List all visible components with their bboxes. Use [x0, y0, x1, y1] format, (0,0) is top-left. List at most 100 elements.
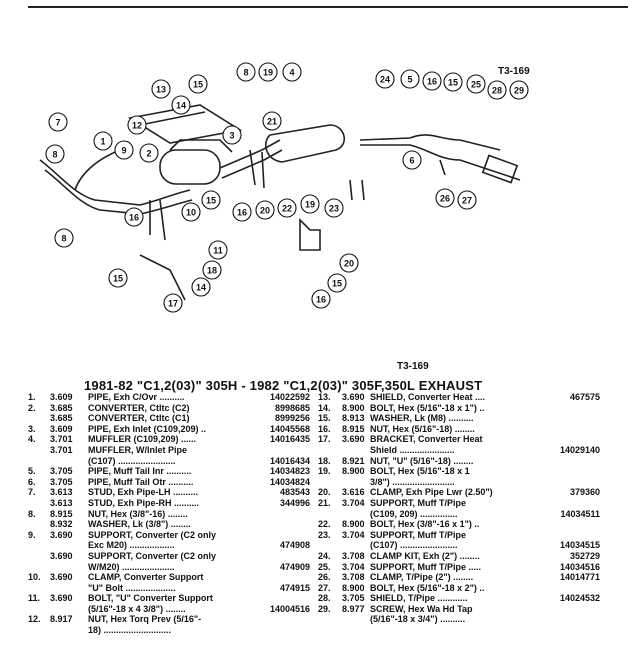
parts-desc: NUT, Hex Torq Prev (5/16"- [88, 614, 202, 625]
svg-text:8: 8 [243, 68, 248, 78]
parts-row: "U" Bolt ....................474915 [28, 583, 310, 594]
parts-grp: 3.690 [342, 434, 365, 445]
parts-part: 474915 [279, 582, 310, 593]
callout-11: 11 [208, 240, 228, 260]
svg-text:19: 19 [263, 68, 273, 78]
callout-16: 16 [124, 207, 144, 227]
svg-text:12: 12 [132, 121, 142, 131]
svg-text:16: 16 [237, 208, 247, 218]
parts-part: 8998685 [274, 402, 310, 413]
parts-part: 474909 [279, 561, 310, 572]
svg-text:20: 20 [344, 259, 354, 269]
svg-text:18: 18 [207, 266, 217, 276]
parts-num: 23. [318, 529, 331, 540]
callout-21: 21 [262, 111, 282, 131]
parts-grp: 8.900 [342, 582, 365, 593]
parts-desc: WASHER, Lk (M8) .......... [370, 413, 474, 424]
parts-part: 344996 [279, 497, 310, 508]
parts-grp: 3.708 [342, 550, 365, 561]
parts-desc: (5/16"-18 x 3/4") .......... [370, 614, 466, 625]
parts-part: 467575 [569, 392, 600, 402]
parts-desc: MUFFLER, W/Inlet Pipe [88, 444, 187, 455]
svg-text:7: 7 [55, 118, 60, 128]
svg-text:28: 28 [492, 86, 502, 96]
parts-part: 14029140 [559, 444, 600, 455]
parts-part: 14034515 [559, 540, 600, 551]
parts-part: 14034823 [269, 466, 310, 477]
svg-text:14: 14 [196, 283, 206, 293]
parts-grp: 3.685 [50, 402, 73, 413]
parts-grp: 8.913 [342, 413, 365, 424]
svg-text:16: 16 [427, 77, 437, 87]
parts-grp: 3.609 [50, 423, 73, 434]
parts-desc: MUFFLER (C109,209) ...... [88, 434, 197, 445]
parts-desc: 3/8") ......................... [370, 476, 455, 487]
svg-text:9: 9 [121, 146, 126, 156]
parts-grp: 3.705 [50, 476, 73, 487]
svg-text:6: 6 [409, 156, 414, 166]
parts-num: 9. [28, 529, 36, 540]
svg-text:21: 21 [267, 117, 277, 127]
callout-14: 14 [191, 277, 211, 297]
callout-15: 15 [327, 273, 347, 293]
parts-num: 20. [318, 487, 331, 498]
parts-grp: 3.609 [50, 392, 73, 402]
parts-grp: 3.705 [342, 593, 365, 604]
parts-row: (C107) .......................14034515 [318, 540, 618, 551]
parts-part: 14014771 [559, 572, 600, 583]
parts-part: 14004516 [269, 603, 310, 614]
parts-part: 483543 [279, 487, 310, 498]
parts-desc: W/M20) ..................... [88, 561, 175, 572]
callout-14: 14 [171, 95, 191, 115]
parts-num: 5. [28, 466, 36, 477]
parts-desc: CONVERTER, Ctltc (C1) [88, 413, 190, 424]
parts-desc: SUPPORT, Muff T/Pipe [370, 497, 467, 508]
parts-row: W/M20) ..................... 474909 [28, 562, 310, 573]
parts-grp: 8.900 [342, 466, 365, 477]
callout-25: 25 [466, 74, 486, 94]
svg-text:17: 17 [168, 299, 178, 309]
parts-grp: 8.921 [342, 455, 365, 466]
callout-8: 8 [54, 228, 74, 248]
parts-desc: SUPPORT, Muff T/Pipe ..... [370, 561, 482, 572]
parts-grp: 3.690 [342, 392, 365, 402]
callout-27: 27 [457, 190, 477, 210]
parts-part: 14016434 [269, 455, 310, 466]
parts-row: (5/16"-18 x 4 3/8") ........14004516 [28, 604, 310, 615]
parts-desc: STUD, Exh Pipe-RH .......... [88, 497, 200, 508]
callout-5: 5 [400, 69, 420, 89]
svg-text:8: 8 [52, 150, 57, 160]
parts-desc: SCREW, Hex Wa Hd Tap [370, 603, 473, 614]
svg-text:15: 15 [448, 78, 458, 88]
parts-desc: PIPE, Exh Inlet (C109,209) .. [88, 423, 207, 434]
parts-num: 10. [28, 572, 41, 583]
callout-16: 16 [311, 289, 331, 309]
parts-part: 8999256 [274, 413, 310, 424]
parts-num: 29. [318, 603, 331, 614]
callout-8: 8 [236, 62, 256, 82]
parts-part: 14016435 [269, 434, 310, 445]
parts-desc: Exc M20) .................. [88, 540, 175, 551]
callout-15: 15 [443, 72, 463, 92]
pipe-crossover [39, 159, 191, 206]
parts-grp: 8.915 [342, 423, 365, 434]
parts-desc: BOLT, Hex (3/8"-16 x 1") .. [370, 519, 480, 530]
parts-grp: 3.690 [50, 572, 73, 583]
callout-26: 26 [435, 188, 455, 208]
callout-4: 4 [282, 62, 302, 82]
parts-grp: 3.704 [342, 561, 365, 572]
svg-text:3: 3 [229, 131, 234, 141]
parts-grp: 3.613 [50, 487, 73, 498]
svg-text:5: 5 [407, 75, 412, 85]
